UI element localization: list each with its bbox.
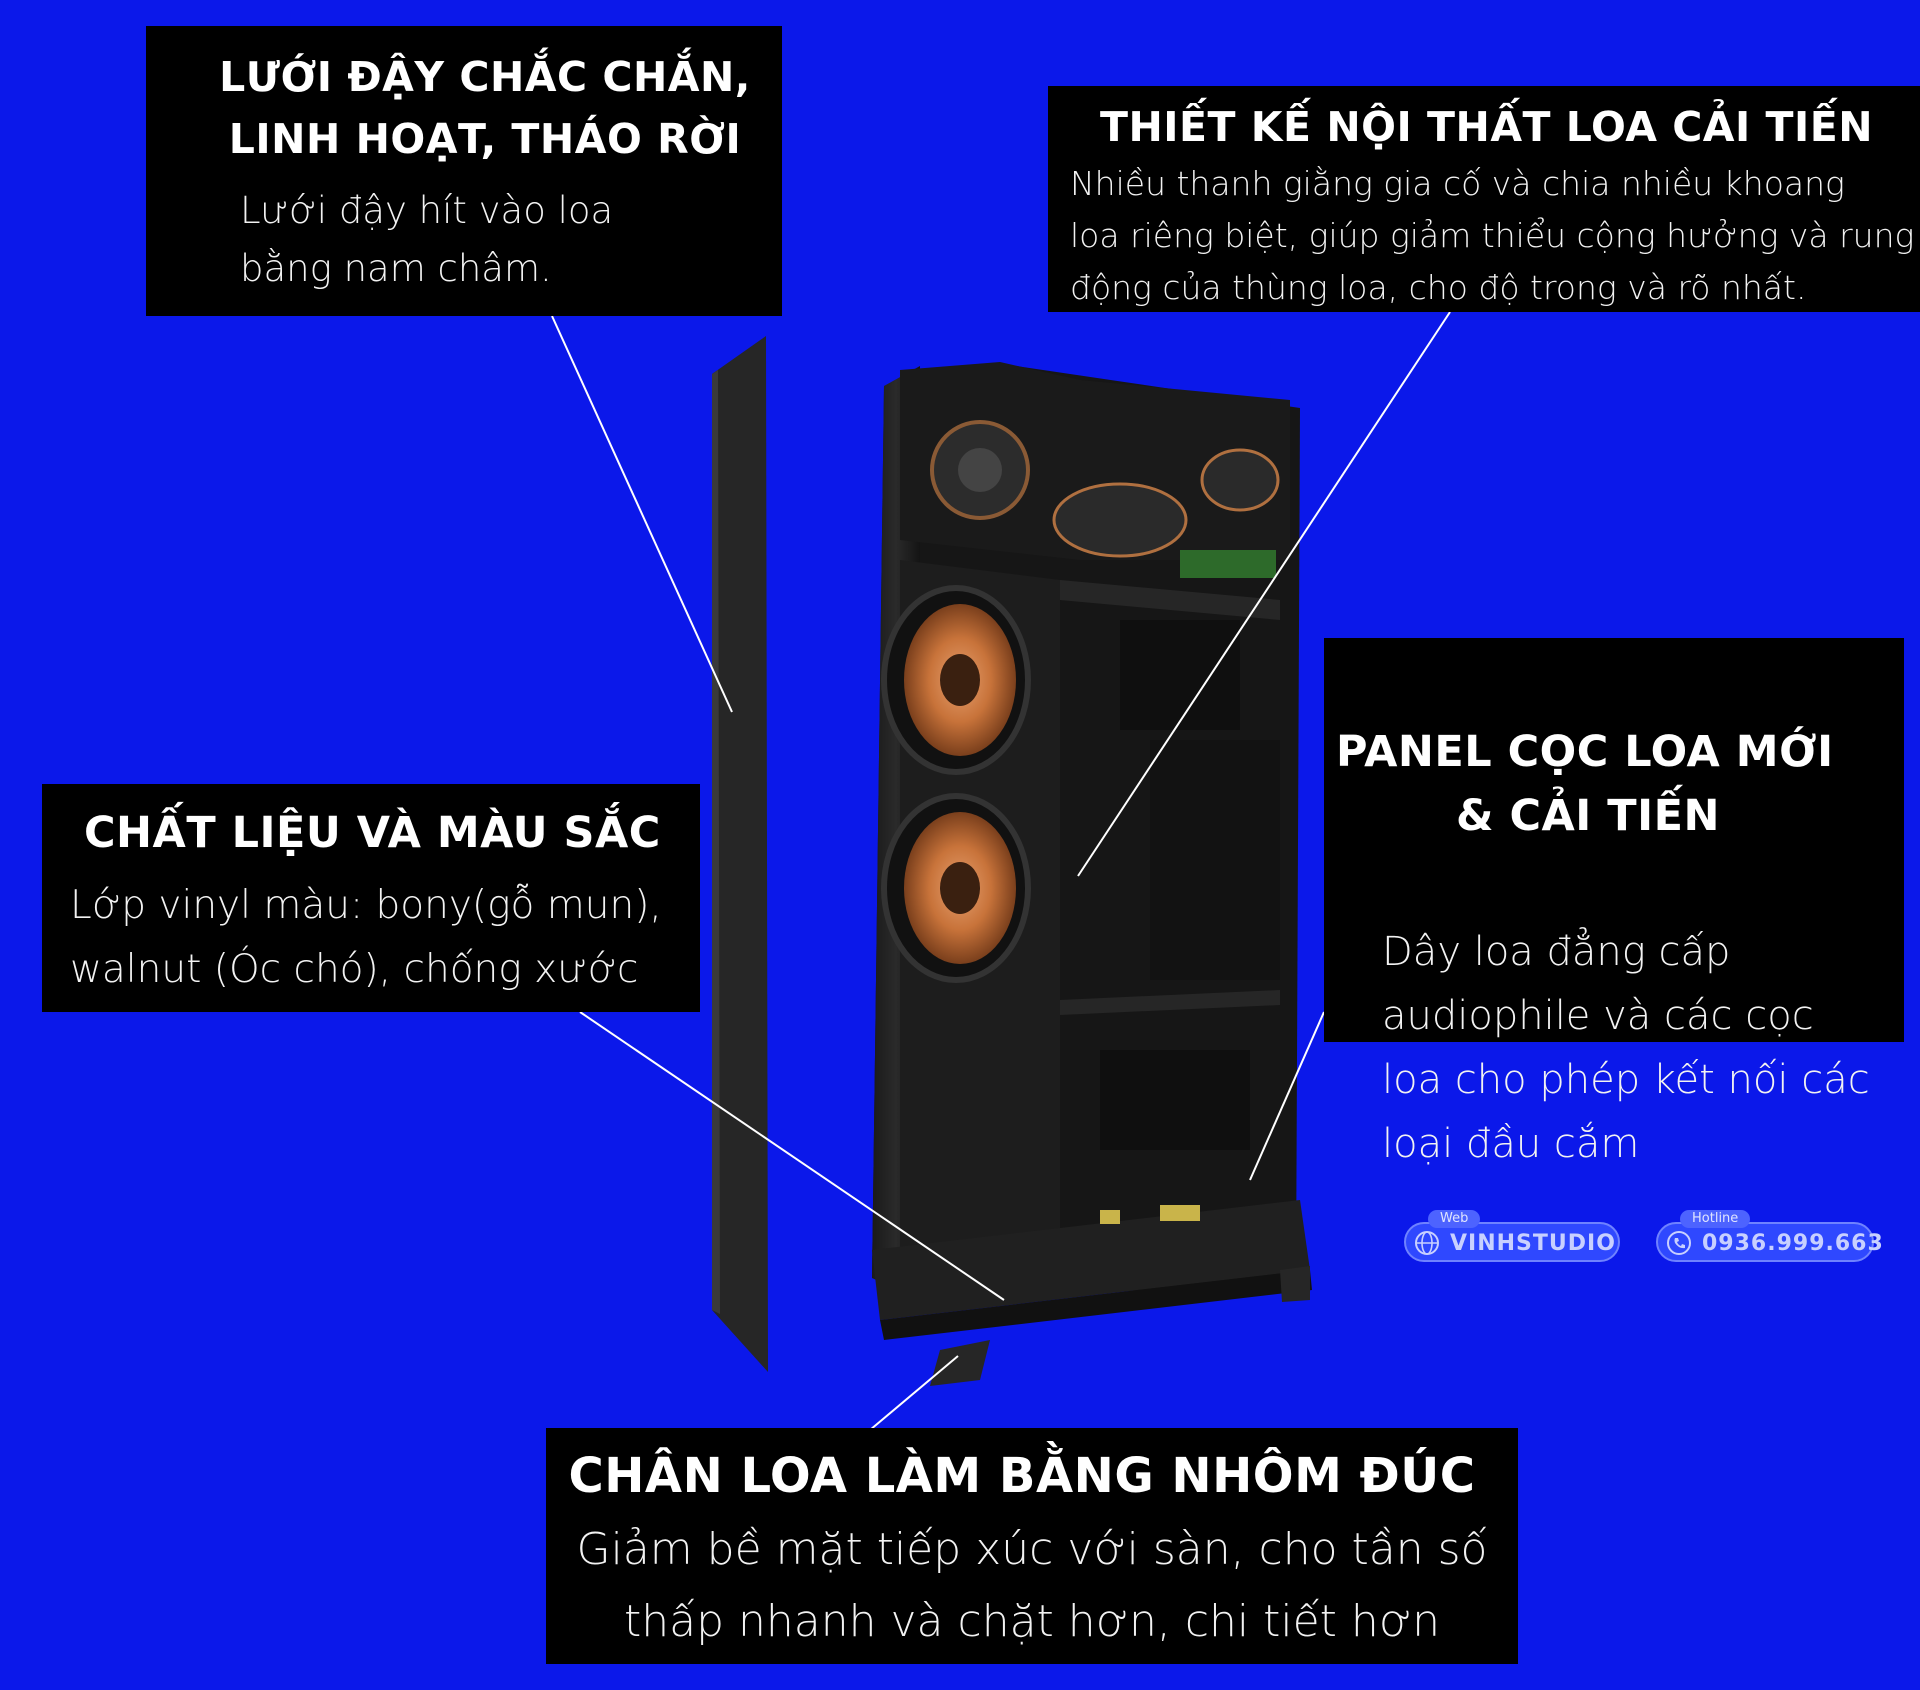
- callout-panel-title: PANEL CỌC LOA MỚI & CẢI TIẾN: [1336, 656, 1904, 912]
- woofer-upper: [881, 585, 1031, 775]
- web-badge[interactable]: Web VINHSTUDIO: [1404, 1210, 1620, 1262]
- callout-grille: LƯỚI ĐẬY CHẮC CHẮN, LINH HOẠT, THÁO RỜI …: [146, 26, 782, 316]
- callout-material-text: Lớp vinyl màu: bony(gỗ mun), walnut (Óc …: [70, 883, 662, 992]
- hotline-badge-tag: Hotline: [1680, 1210, 1751, 1228]
- callout-grille-title: LƯỚI ĐẬY CHẮC CHẮN, LINH HOẠT, THÁO RỜI: [219, 53, 751, 163]
- callout-panel-title-line1: PANEL CỌC LOA MỚI: [1336, 727, 1834, 777]
- callout-interior-title: THIẾT KẾ NỘI THẤT LOA CẢI TIẾN: [1100, 103, 1874, 151]
- callout-feet-text: Giảm bề mặt tiếp xúc với sàn, cho tần số…: [576, 1524, 1488, 1647]
- callout-feet-title: CHÂN LOA LÀM BẰNG NHÔM ĐÚC: [568, 1448, 1476, 1504]
- callout-panel-title-line2: & CẢI TIẾN: [1456, 791, 1720, 841]
- hotline-badge[interactable]: Hotline 0936.999.663: [1656, 1210, 1883, 1262]
- callout-feet: CHÂN LOA LÀM BẰNG NHÔM ĐÚC Giảm bề mặt t…: [546, 1428, 1518, 1664]
- web-badge-tag: Web: [1428, 1210, 1481, 1228]
- hotline-badge-value: 0936.999.663: [1702, 1231, 1884, 1256]
- callout-interior: THIẾT KẾ NỘI THẤT LOA CẢI TIẾN Nhiều tha…: [1048, 86, 1920, 312]
- callout-material-title: CHẤT LIỆU VÀ MÀU SẮC: [84, 808, 661, 858]
- phone-icon: [1667, 1231, 1691, 1255]
- callout-panel: PANEL CỌC LOA MỚI & CẢI TIẾN Dây loa đẳn…: [1324, 638, 1904, 1167]
- grille-panel: [712, 336, 768, 1372]
- globe-icon: [1415, 1231, 1439, 1255]
- woofer-lower: [881, 793, 1031, 983]
- web-badge-value: VINHSTUDIO: [1450, 1231, 1616, 1256]
- callout-interior-text: Nhiều thanh giằng gia cố và chia nhiều k…: [1070, 164, 1915, 307]
- callout-material: CHẤT LIỆU VÀ MÀU SẮC Lớp vinyl màu: bony…: [42, 784, 700, 1012]
- callout-panel-text: Dây loa đẳng cấp audiophile và các cọc l…: [1382, 929, 1870, 1167]
- callout-grille-text: Lưới đậy hít vào loa bằng nam châm.: [240, 189, 614, 290]
- leader-lines: [551, 311, 1451, 1431]
